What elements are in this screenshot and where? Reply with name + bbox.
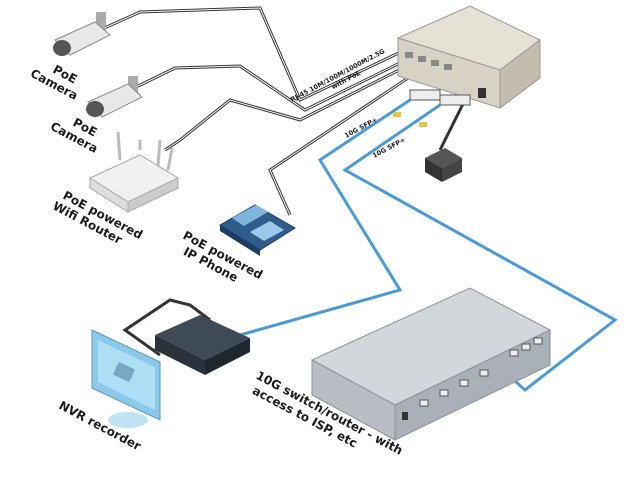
- small-10g-switch: [155, 315, 250, 375]
- poe-switch: [396, 5, 541, 109]
- wifi-router: [88, 131, 180, 213]
- big-10g-switch: [310, 287, 552, 441]
- fiber-small-switch: [239, 98, 411, 337]
- ip-phone: [219, 204, 296, 256]
- nvr-monitor: [91, 329, 161, 428]
- cable-nvr: [122, 298, 211, 357]
- fiber-big-switch: [342, 103, 618, 392]
- cable-camera1: [99, 6, 406, 103]
- power-adapter: [425, 148, 462, 182]
- camera-1: [53, 12, 111, 56]
- camera-2: [86, 76, 143, 118]
- cable-power: [438, 99, 467, 151]
- cable-camera2: [129, 56, 411, 112]
- label-camera1: PoECamera: [28, 54, 87, 103]
- fiber-cables: [239, 98, 618, 392]
